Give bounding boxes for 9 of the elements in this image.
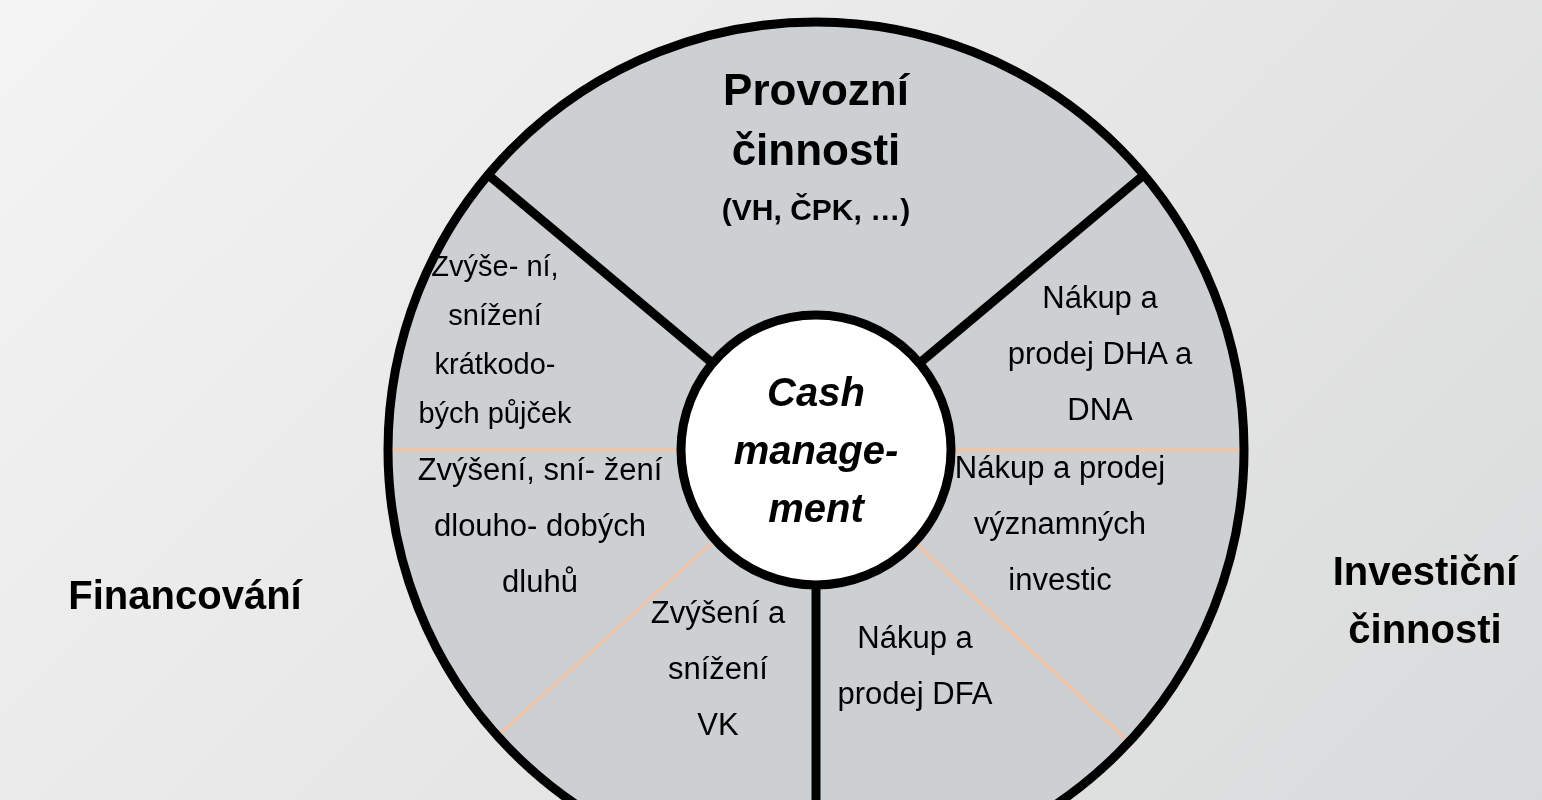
- segment-text: Nákup a prodej významných investic: [953, 449, 1167, 599]
- segment-text: Nákup a prodej DHA a DNA: [1007, 279, 1193, 429]
- segment-text: Zvýše- ní, snížení krátkodo- bých půjček: [417, 249, 573, 431]
- segment-text: (VH, ČPK, …): [720, 192, 912, 228]
- center-title: Cash manage- ment: [732, 369, 900, 532]
- segment-heading: Provozní činnosti: [722, 64, 911, 176]
- group-label: Investiční činnosti: [1331, 548, 1520, 653]
- group-label: Financování: [67, 572, 304, 619]
- segment-text: Nákup a prodej DFA: [836, 619, 994, 713]
